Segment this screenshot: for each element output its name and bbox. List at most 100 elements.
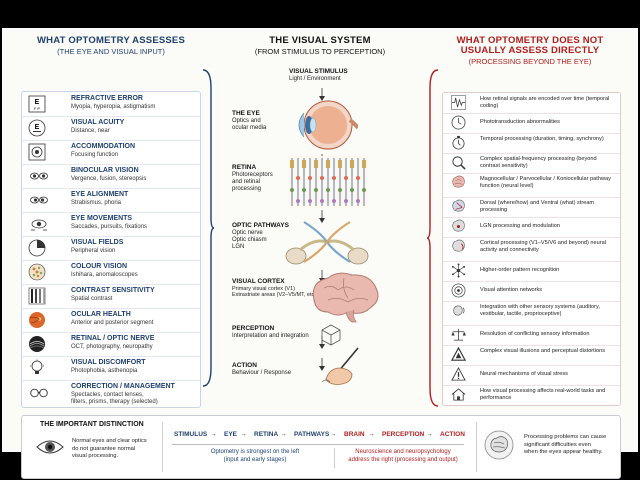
list-item-desc: OCT, photography, neuropathy: [71, 344, 153, 350]
brain-streams-icon: [452, 199, 465, 212]
list-item-text: Temporal processing (duration, timing, s…: [480, 136, 604, 142]
two-eyes-icon: [30, 172, 48, 180]
stage-name: ACTION: [232, 362, 257, 369]
distinction-left-text: Normal eyes and clear optics do not guar…: [72, 438, 147, 461]
list-item-text: Complex visual illusions and perceptual …: [480, 348, 605, 354]
right-title-2: USUALLY ASSESS DIRECTLY: [460, 45, 600, 57]
stopwatch-icon: [452, 135, 465, 150]
list-item: Integration with other sensory systems (…: [443, 301, 620, 326]
retina-layers-icon: [288, 156, 368, 208]
stage-name: PERCEPTION: [232, 325, 275, 332]
list-item-text: Magnocellular / Parvocellular / Koniocel…: [480, 176, 611, 189]
left-subtitle: (THE EYE AND VISUAL INPUT): [57, 47, 165, 57]
list-item: Cortical processing (V1–V5/V6 and beyond…: [443, 237, 620, 262]
center-subtitle: (FROM STIMULUS TO PERCEPTION): [254, 47, 386, 57]
list-item-desc-line: filters, prisms, therapy (selected): [71, 398, 158, 405]
visual-field-icon: [28, 239, 46, 257]
list-item-correction-management: CORRECTION / MANAGEMENT Spectacles, cont…: [22, 380, 200, 407]
infographic-panel: WHAT OPTOMETRY ASSESSES (THE EYE AND VIS…: [2, 28, 638, 479]
svg-text:F P: F P: [34, 106, 41, 111]
list-item-accommodation: ACCOMMODATION Focusing function: [22, 140, 200, 165]
note-divider: [334, 448, 335, 468]
text-line: address the right (processing and output…: [348, 456, 458, 463]
list-item: Visual attention networks: [443, 281, 620, 302]
text-line: significant difficulties even: [524, 441, 591, 448]
list-item-retinal-optic-nerve: RETINAL / OPTIC NERVE OCT, photography, …: [22, 332, 200, 357]
list-item-title: EYE MOVEMENTS: [71, 215, 133, 222]
list-item: How visual processing affects real-world…: [443, 385, 620, 405]
right-header: WHAT OPTOMETRY DOES NOT USUALLY ASSESS D…: [440, 35, 620, 66]
brain-icon: [312, 272, 379, 323]
flow-arrow: [319, 210, 325, 223]
stage-retina: RETINA Photoreceptors and retinal proces…: [232, 164, 273, 193]
list-item-desc: Strabismus, phoria: [71, 200, 122, 206]
moving-eye-icon: [31, 219, 47, 231]
optometry-does-not-assess-list: How retinal signals are encoded over tim…: [442, 92, 621, 406]
sensory-integration-icon: [453, 305, 465, 316]
divider: [162, 422, 163, 472]
flow-eye: EYE: [224, 431, 238, 438]
list-item: Higher-order pattern recognition: [443, 261, 620, 282]
target-icon: [451, 283, 466, 298]
left-title: WHAT OPTOMETRY ASSESSES: [37, 35, 185, 46]
flow-arrow: →: [240, 431, 247, 438]
list-item-desc: Photophobia, asthenopia: [71, 368, 138, 374]
flow-underline: [172, 444, 464, 445]
text-line: Neuroscience and neuropsychology: [355, 449, 451, 455]
stage-desc: Optics and: [232, 117, 261, 124]
list-item-visual-acuity: E VISUAL ACUITY Distance, near: [22, 116, 200, 141]
flow-arrow: →: [330, 431, 337, 438]
list-item: Magnocellular / Parvocellular / Koniocel…: [443, 173, 620, 198]
stage-desc: Photoreceptors: [232, 171, 273, 178]
optic-chiasm-icon: [285, 221, 369, 265]
list-item-desc-line: Spectacles, contact lenses,: [71, 392, 144, 398]
house-icon: [451, 388, 466, 401]
text-line: when the eyes appear healthy.: [524, 449, 603, 456]
text-line: Normal eyes and clear optics: [72, 438, 147, 444]
list-item-desc: Anterior and posterior segment: [71, 320, 154, 326]
list-item-text: Dorsal (where/how) and Ventral (what) st…: [480, 200, 595, 213]
right-brace: [426, 69, 439, 407]
network-icon: [451, 263, 466, 278]
flow-arrow: →: [368, 431, 375, 438]
list-item-colour-vision: COLOUR VISION Ishihara, anomaloscopes: [22, 260, 200, 285]
list-item-desc: Spectacles, contact lenses,filters, pris…: [71, 392, 158, 406]
list-item-desc: Vergence, fusion, stereopsis: [71, 176, 147, 182]
list-item-text: LGN processing and modulation: [480, 223, 560, 229]
stage-optic-pathways: OPTIC PATHWAYS Optic nerve Optic chiasm …: [232, 222, 289, 251]
list-item: Phototransduction abnormalities: [443, 113, 620, 134]
list-item: Temporal processing (duration, timing, s…: [443, 133, 620, 154]
balance-scale-icon: [451, 328, 466, 341]
list-item-desc: Distance, near: [71, 128, 110, 134]
list-item-desc: Spatial contrast: [71, 296, 113, 302]
list-item-text: Complex spatial-frequency processing (be…: [480, 156, 597, 169]
stage-desc: Optic chiasm: [232, 236, 267, 243]
list-item-text: Phototransduction abnormalities: [480, 119, 560, 125]
important-distinction-box: THE IMPORTANT DISTINCTION Normal eyes an…: [21, 415, 621, 479]
list-item-text: Resolution of conflicting sensory inform…: [480, 331, 590, 337]
list-item: Dorsal (where/how) and Ventral (what) st…: [443, 197, 620, 218]
list-item: Resolution of conflicting sensory inform…: [443, 325, 620, 346]
list-item-title: VISUAL FIELDS: [71, 239, 124, 246]
magnifier-icon: [452, 156, 466, 170]
fundus-icon: [29, 312, 45, 328]
list-item-desc: Peripheral vision: [71, 248, 116, 254]
stage-desc: and retinal: [232, 178, 261, 185]
list-item-eye-movements: EYE MOVEMENTS Saccades, pursuits, fixati…: [22, 212, 200, 237]
list-item-title: REFRACTIVE ERROR: [71, 95, 143, 102]
stage-desc: Light / Environment: [289, 75, 341, 82]
right-title: WHAT OPTOMETRY DOES NOT: [456, 35, 604, 46]
svg-text:E: E: [35, 124, 40, 131]
warning-icon: [451, 367, 466, 381]
waveform-icon: [451, 95, 466, 110]
flow-arrow: [319, 358, 325, 371]
stage-action: ACTION Behaviour / Response: [232, 362, 291, 377]
stage-name: THE EYE: [232, 110, 260, 117]
note-optometry: Optometry is strongest on the left (inpu…: [180, 449, 330, 464]
flow-arrow: →: [280, 431, 287, 438]
contrast-grating-icon: [28, 287, 46, 305]
stage-desc: processing: [232, 186, 262, 193]
list-item-text: Cortical processing (V1–V5/V6 and beyond…: [480, 240, 606, 253]
eye-anatomy-icon: [298, 100, 358, 150]
list-item-title: RETINAL / OPTIC NERVE: [71, 335, 155, 342]
